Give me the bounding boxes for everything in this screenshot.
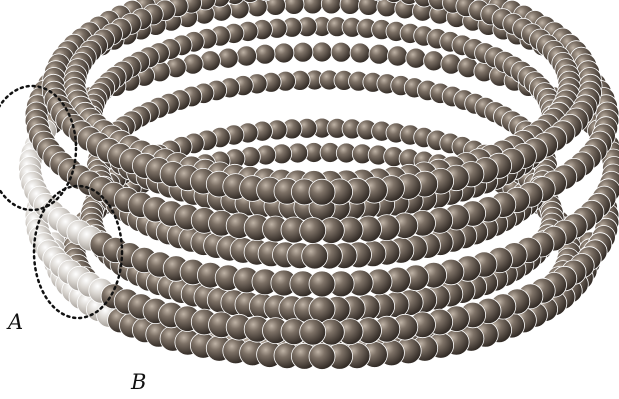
bead bbox=[340, 0, 360, 14]
bead bbox=[309, 179, 335, 205]
bead bbox=[300, 218, 326, 244]
bead bbox=[236, 46, 256, 66]
label-a: A bbox=[8, 312, 23, 333]
bead bbox=[406, 48, 426, 68]
bead bbox=[274, 43, 294, 63]
bead bbox=[312, 42, 332, 62]
bead bbox=[331, 42, 351, 62]
bead bbox=[321, 0, 341, 14]
bead bbox=[309, 344, 335, 370]
bead bbox=[359, 0, 379, 15]
bead bbox=[266, 0, 286, 15]
bead bbox=[350, 43, 370, 63]
bead bbox=[369, 44, 389, 64]
bead bbox=[293, 42, 313, 62]
bead-layer bbox=[19, 0, 619, 369]
bead bbox=[300, 319, 326, 345]
bead bbox=[255, 44, 275, 64]
bead bbox=[218, 48, 238, 68]
bead bbox=[424, 51, 444, 71]
bead bbox=[200, 51, 220, 71]
bead bbox=[309, 271, 335, 297]
bead bbox=[388, 46, 408, 66]
bead bbox=[284, 0, 304, 14]
bead bbox=[302, 243, 328, 269]
bead bbox=[309, 297, 335, 323]
label-b: B bbox=[131, 372, 146, 393]
bead bbox=[303, 0, 323, 14]
